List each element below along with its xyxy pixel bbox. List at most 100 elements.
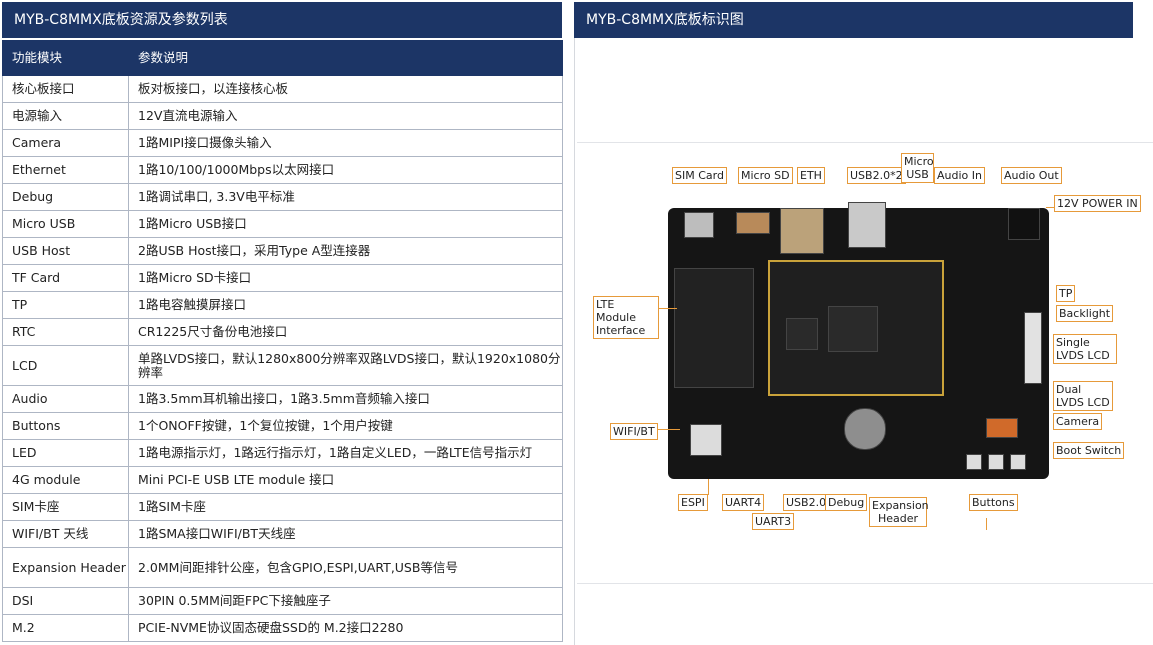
lte-slot xyxy=(674,268,754,388)
boot-switch xyxy=(986,418,1018,438)
row-desc: 1路SMA接口WIFI/BT天线座 xyxy=(128,520,563,548)
row-desc: 1路Micro SD卡接口 xyxy=(128,264,563,292)
label-tp: TP xyxy=(1056,285,1076,302)
label-eth: ETH xyxy=(797,167,825,184)
label-expansion-header: Expansion Header xyxy=(869,497,929,527)
board-diagram: SIM Card Micro SD ETH USB2.0*2 Micro USB… xyxy=(577,142,1153,584)
row-name: Micro USB xyxy=(2,210,129,238)
row-name: Buttons xyxy=(2,412,129,440)
row-name: TP xyxy=(2,291,129,319)
row-desc: 1路3.5mm耳机输出接口，1路3.5mm音频输入接口 xyxy=(128,385,563,413)
button-3 xyxy=(1010,454,1026,470)
column-header-desc: 参数说明 xyxy=(128,40,563,76)
row-name: Ethernet xyxy=(2,156,129,184)
label-single-lvds: Single LVDS LCD xyxy=(1053,334,1117,364)
label-backlight: Backlight xyxy=(1056,305,1114,322)
column-header-module: 功能模块 xyxy=(2,40,129,76)
parameter-list-title: MYB-C8MMX底板资源及参数列表 xyxy=(2,2,562,38)
row-name: Camera xyxy=(2,129,129,157)
row-name: Expansion Header xyxy=(2,547,129,588)
label-lte-module: LTE Module Interface xyxy=(593,296,659,339)
row-desc: 1路Micro USB接口 xyxy=(128,210,563,238)
label-usb2x2: USB2.0*2 xyxy=(847,167,906,184)
row-name: Audio xyxy=(2,385,129,413)
row-desc: 板对板接口，以连接核心板 xyxy=(128,75,563,103)
memory-chip xyxy=(786,318,818,350)
usb-port xyxy=(848,202,886,248)
row-desc: 1路10/100/1000Mbps以太网接口 xyxy=(128,156,563,184)
leader-line xyxy=(708,479,709,495)
row-name: WIFI/BT 天线 xyxy=(2,520,129,548)
label-uart3: UART3 xyxy=(752,513,795,530)
eth-jack xyxy=(780,208,824,254)
board-diagram-title: MYB-C8MMX底板标识图 xyxy=(574,2,1133,38)
leader-line xyxy=(986,518,987,530)
row-desc: 12V直流电源输入 xyxy=(128,102,563,130)
lvds-connector xyxy=(1024,312,1042,384)
button-1 xyxy=(966,454,982,470)
row-name: DSI xyxy=(2,587,129,615)
row-name: SIM卡座 xyxy=(2,493,129,521)
label-audio-out: Audio Out xyxy=(1001,167,1062,184)
row-desc: CR1225尺寸备份电池接口 xyxy=(128,318,563,346)
label-micro-usb: Micro USB xyxy=(901,153,934,183)
label-wifi-bt: WIFI/BT xyxy=(610,423,658,440)
row-desc: 1路电容触摸屏接口 xyxy=(128,291,563,319)
label-sim-card: SIM Card xyxy=(672,167,727,184)
row-desc: 2.0MM间距排针公座，包含GPIO,ESPI,UART,USB等信号 xyxy=(128,547,563,588)
leader-line xyxy=(659,308,677,309)
sd-slot xyxy=(736,212,770,234)
row-name: M.2 xyxy=(2,614,129,642)
row-desc: 1个ONOFF按键，1个复位按键，1个用户按键 xyxy=(128,412,563,440)
label-usb20: USB2.0 xyxy=(783,494,830,511)
row-name: TF Card xyxy=(2,264,129,292)
sim-slot xyxy=(684,212,714,238)
table-row: 核心板接口板对板接口，以连接核心板 xyxy=(2,75,563,103)
label-micro-sd: Micro SD xyxy=(738,167,793,184)
row-name: RTC xyxy=(2,318,129,346)
row-name: 电源输入 xyxy=(2,102,129,130)
label-dual-lvds: Dual LVDS LCD xyxy=(1053,381,1113,411)
table-header-row: 功能模块 参数说明 xyxy=(2,40,563,76)
label-audio-in: Audio In xyxy=(934,167,985,184)
row-name: LED xyxy=(2,439,129,467)
row-desc: 1路调试串口, 3.3V电平标准 xyxy=(128,183,563,211)
row-desc: 1路MIPI接口摄像头输入 xyxy=(128,129,563,157)
row-desc: 单路LVDS接口，默认1280x800分辨率双路LVDS接口，默认1920x10… xyxy=(128,345,563,386)
row-name: 核心板接口 xyxy=(2,75,129,103)
rtc-battery xyxy=(844,408,886,450)
leader-line xyxy=(658,429,680,430)
row-desc: 30PIN 0.5MM间距FPC下接触座子 xyxy=(128,587,563,615)
label-camera: Camera xyxy=(1053,413,1103,430)
processor-chip xyxy=(828,306,878,352)
button-2 xyxy=(988,454,1004,470)
row-desc: 1路电源指示灯，1路远行指示灯，1路自定义LED，一路LTE信号指示灯 xyxy=(128,439,563,467)
row-name: Debug xyxy=(2,183,129,211)
board-diagram-panel: SIM Card Micro SD ETH USB2.0*2 Micro USB… xyxy=(574,38,1153,645)
row-desc: 2路USB Host接口，采用Type A型连接器 xyxy=(128,237,563,265)
row-name: LCD xyxy=(2,345,129,386)
label-buttons: Buttons xyxy=(969,494,1018,511)
label-uart4: UART4 xyxy=(722,494,765,511)
row-desc: 1路SIM卡座 xyxy=(128,493,563,521)
label-power-in: 12V POWER IN xyxy=(1054,195,1141,212)
row-name: USB Host xyxy=(2,237,129,265)
row-name: 4G module xyxy=(2,466,129,494)
